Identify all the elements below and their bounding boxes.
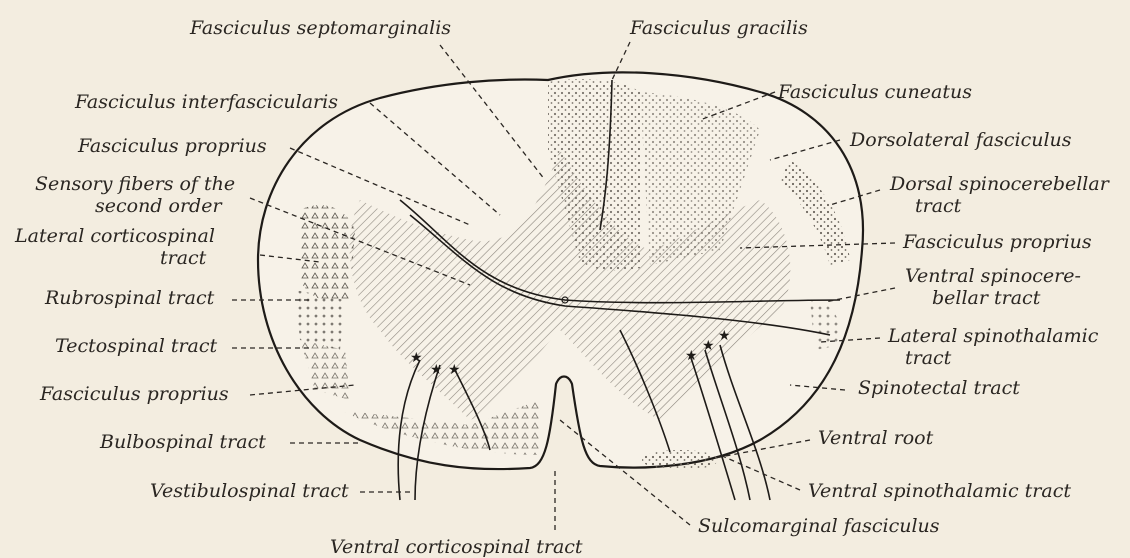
label-ventral-spinocerebellar-line1: Ventral spinocere- bbox=[905, 265, 1081, 287]
cell-body-icon: ★ bbox=[702, 339, 715, 354]
label-lateral-corticospinal-line1: Lateral corticospinal bbox=[14, 225, 215, 247]
label-bulbospinal-tract: Bulbospinal tract bbox=[99, 431, 266, 453]
label-ventral-spinocerebellar-line2: bellar tract bbox=[932, 287, 1041, 309]
label-lateral-spinothalamic-line2: tract bbox=[905, 347, 952, 369]
label-rubrospinal-tract: Rubrospinal tract bbox=[44, 287, 215, 309]
label-dorsal-spinocerebellar-line2: tract bbox=[915, 195, 962, 217]
label-lateral-spinothalamic-line1: Lateral spinothalamic bbox=[887, 325, 1099, 347]
label-ventral-corticospinal-tract: Ventral corticospinal tract bbox=[330, 536, 583, 558]
cell-body-icon: ★ bbox=[410, 351, 423, 366]
label-fasciculus-proprius-dorsal: Fasciculus proprius bbox=[77, 135, 267, 157]
label-dorsolateral-fasciculus: Dorsolateral fasciculus bbox=[849, 129, 1072, 151]
cell-body-icon: ★ bbox=[685, 349, 698, 364]
lateral-corticospinal-region bbox=[300, 205, 355, 302]
label-fasciculus-cuneatus: Fasciculus cuneatus bbox=[777, 81, 972, 103]
label-sulcomarginal-fasciculus: Sulcomarginal fasciculus bbox=[698, 515, 940, 537]
label-vestibulospinal-tract: Vestibulospinal tract bbox=[150, 480, 349, 502]
label-fasciculus-proprius-right: Fasciculus proprius bbox=[902, 231, 1092, 253]
label-fasciculus-interfascicularis: Fasciculus interfascicularis bbox=[74, 91, 338, 113]
label-ventral-spinothalamic-tract: Ventral spinothalamic tract bbox=[808, 480, 1071, 502]
label-lateral-corticospinal-line2: tract bbox=[160, 247, 207, 269]
label-spinotectal-tract: Spinotectal tract bbox=[858, 377, 1020, 399]
label-sensory-fibers-line2: second order bbox=[95, 195, 223, 217]
label-fasciculus-gracilis: Fasciculus gracilis bbox=[629, 17, 808, 39]
label-fasciculus-proprius-ventral: Fasciculus proprius bbox=[39, 383, 229, 405]
label-fasciculus-septomarginalis: Fasciculus septomarginalis bbox=[189, 17, 451, 39]
label-ventral-root: Ventral root bbox=[818, 427, 934, 449]
label-dorsal-spinocerebellar-line1: Dorsal spinocerebellar bbox=[889, 173, 1111, 195]
cell-body-icon: ★ bbox=[430, 363, 443, 378]
label-tectospinal-tract: Tectospinal tract bbox=[55, 335, 218, 357]
cell-body-icon: ★ bbox=[718, 329, 731, 344]
label-sensory-fibers-line1: Sensory fibers of the bbox=[35, 173, 235, 195]
ventral-root-region bbox=[642, 450, 718, 470]
cell-body-icon: ★ bbox=[448, 363, 461, 378]
